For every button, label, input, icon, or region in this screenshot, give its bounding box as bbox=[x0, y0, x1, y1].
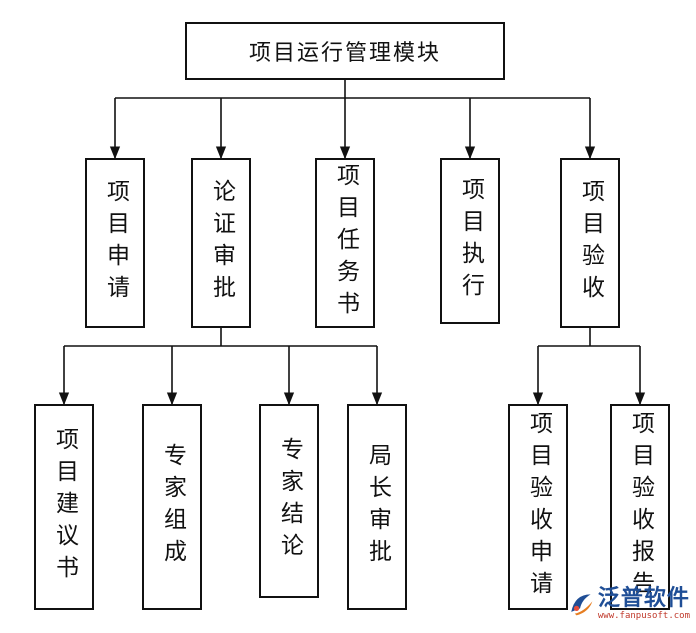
node-label: 项目任务书 bbox=[332, 163, 359, 323]
node-execute: 项目执行 bbox=[440, 158, 500, 324]
node-label: 项目验收 bbox=[577, 179, 604, 307]
node-label: 专家组成 bbox=[159, 443, 186, 571]
watermark-url: www.fanpusoft.com bbox=[597, 611, 690, 621]
watermark-logo: 泛普软件 www.fanpusoft.com bbox=[566, 584, 690, 624]
node-director-approval: 局长审批 bbox=[347, 404, 407, 610]
node-acceptance: 项目验收 bbox=[560, 158, 620, 328]
watermark-name: 泛普软件 bbox=[597, 586, 690, 611]
node-label: 项目执行 bbox=[457, 177, 484, 305]
node-proposal: 项目建议书 bbox=[34, 404, 94, 610]
node-label: 论证审批 bbox=[208, 179, 235, 307]
logo-text: 泛普软件 www.fanpusoft.com bbox=[597, 586, 690, 622]
node-project-apply: 项目申请 bbox=[85, 158, 145, 328]
node-expert-conclusion: 专家结论 bbox=[259, 404, 319, 598]
node-label: 项目验收申请 bbox=[525, 411, 552, 603]
node-approval: 论证审批 bbox=[191, 158, 251, 328]
root-node: 项目运行管理模块 bbox=[185, 22, 505, 80]
node-label: 局长审批 bbox=[364, 443, 391, 571]
node-acceptance-report: 项目验收报告 bbox=[610, 404, 670, 610]
root-label: 项目运行管理模块 bbox=[248, 41, 441, 66]
node-expert-panel: 专家组成 bbox=[142, 404, 202, 610]
node-acceptance-apply: 项目验收申请 bbox=[508, 404, 568, 610]
node-label: 项目建议书 bbox=[51, 427, 78, 587]
node-label: 项目申请 bbox=[102, 179, 129, 307]
node-label: 专家结论 bbox=[276, 437, 303, 565]
node-label: 项目验收报告 bbox=[627, 411, 654, 603]
node-task-book: 项目任务书 bbox=[315, 158, 375, 328]
logo-mark-icon bbox=[571, 594, 593, 616]
